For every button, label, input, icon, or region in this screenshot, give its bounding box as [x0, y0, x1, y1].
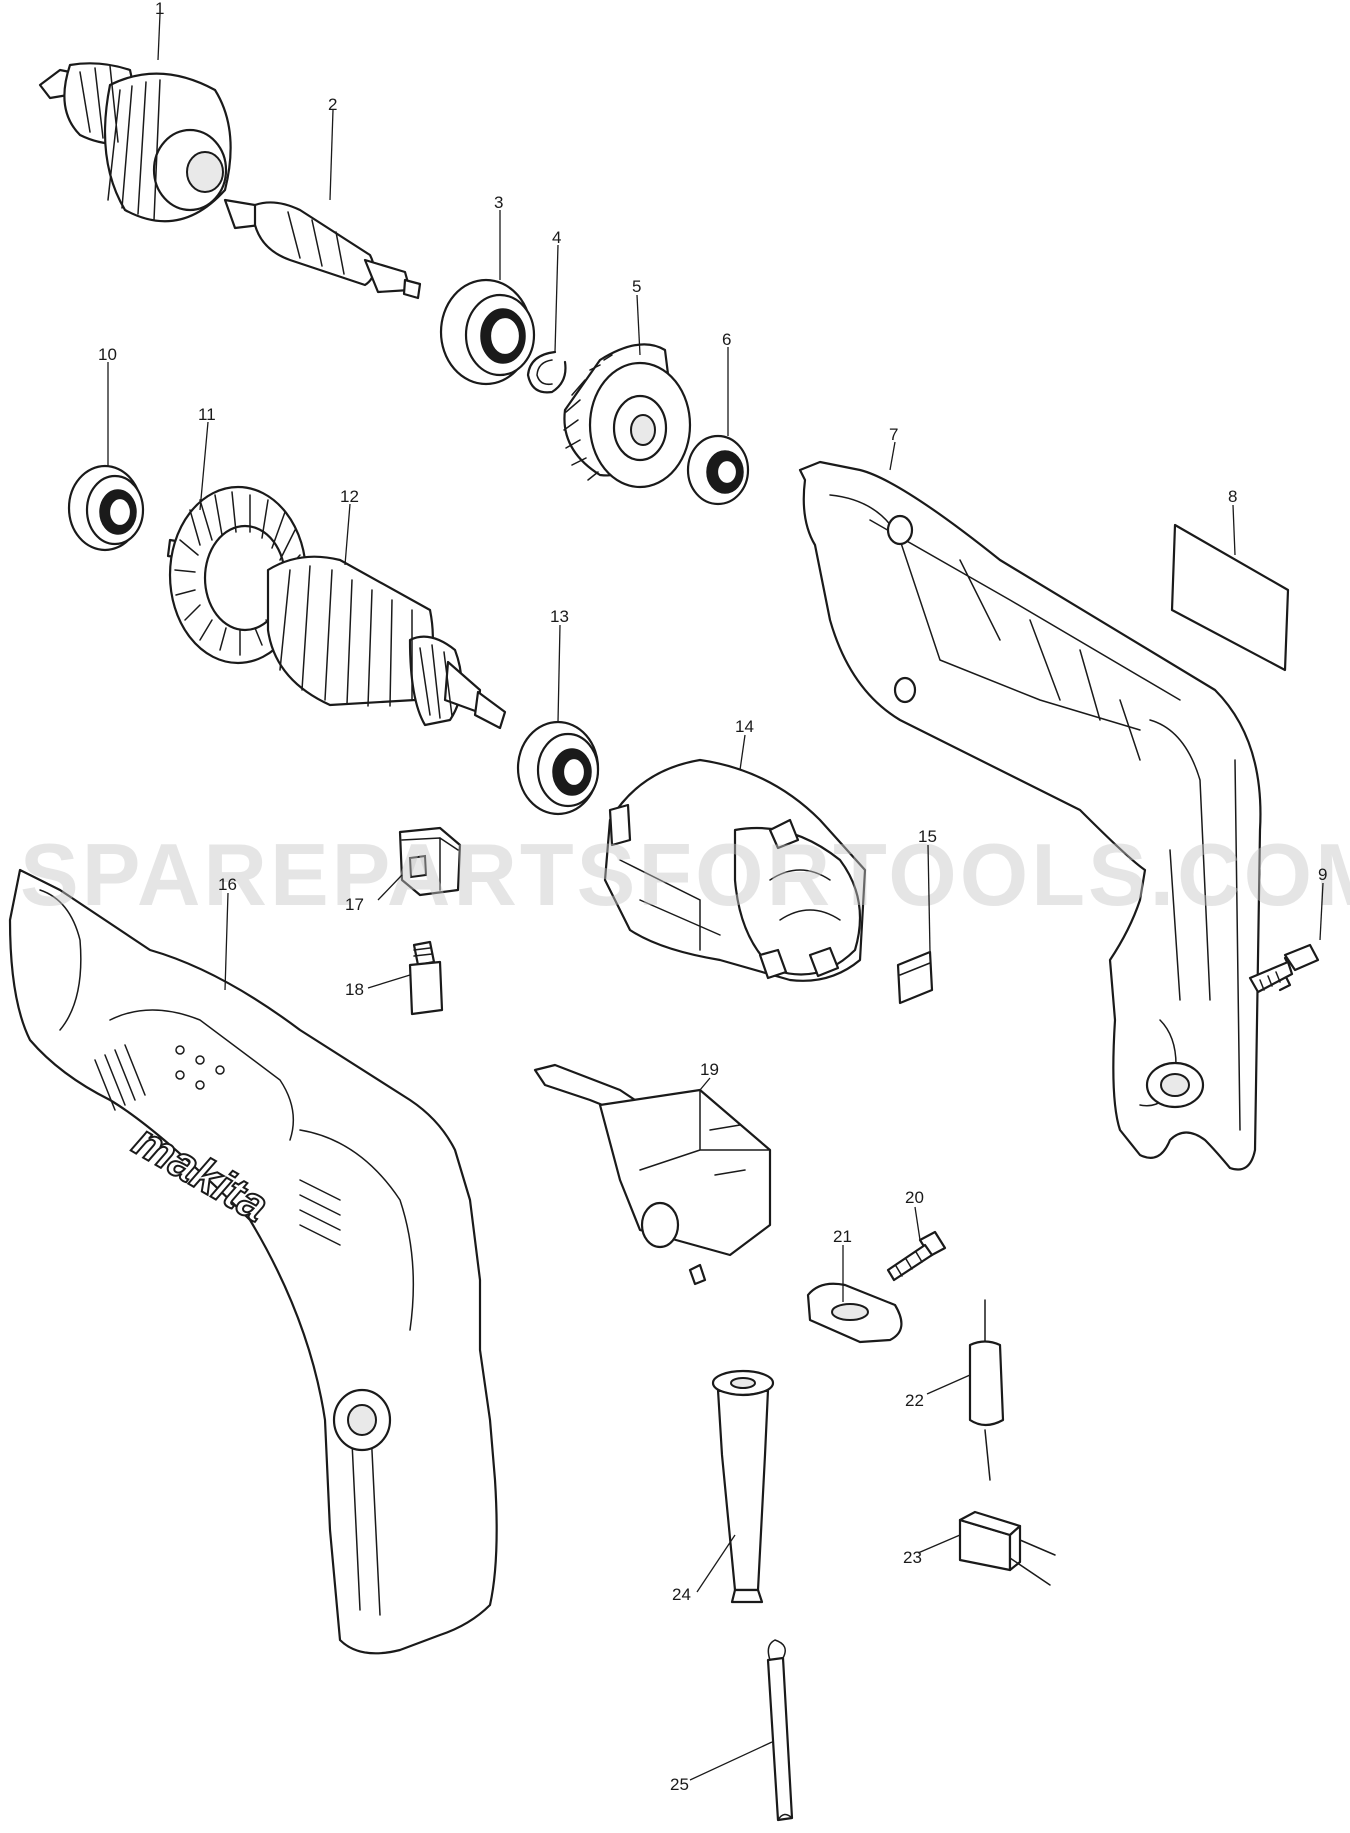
callout-3: 3 — [494, 193, 503, 212]
part-19-switch — [533, 1063, 772, 1286]
callout-23: 23 — [903, 1548, 922, 1567]
callout-10: 10 — [98, 345, 117, 364]
leader-lines — [107, 13, 1324, 1781]
part-13-bearing — [516, 720, 600, 816]
callout-16: 16 — [218, 875, 237, 894]
callout-12: 12 — [340, 487, 359, 506]
part-8-name-plate — [1170, 523, 1290, 672]
part-16-housing: makita — [8, 868, 498, 1655]
part-22-noise-suppressor — [968, 1299, 1005, 1481]
part-25-power-cord — [766, 1639, 794, 1822]
callout-24: 24 — [672, 1585, 691, 1604]
callout-20: 20 — [905, 1188, 924, 1207]
callout-7: 7 — [889, 425, 898, 444]
callout-11: 11 — [198, 405, 216, 424]
part-1-keyless-chuck — [38, 62, 232, 223]
part-2-spindle — [223, 198, 422, 300]
part-15-insulator — [896, 950, 934, 1005]
part-6-small-bearing — [686, 434, 750, 506]
part-18-carbon-brush — [408, 940, 444, 1016]
callout-1: 1 — [155, 0, 164, 18]
part-4-retaining-ring — [526, 350, 567, 394]
part-3-ball-bearing — [439, 278, 536, 386]
part-23-capacitor — [958, 1510, 1056, 1586]
part-9-screw — [1248, 943, 1320, 994]
callout-22: 22 — [905, 1391, 924, 1410]
callout-2: 2 — [328, 95, 337, 114]
part-24-cord-guard — [711, 1369, 775, 1604]
callout-6: 6 — [722, 330, 731, 349]
callout-21: 21 — [833, 1227, 852, 1246]
callout-9: 9 — [1318, 865, 1327, 884]
part-7-motor-housing — [798, 460, 1262, 1171]
watermark-text: SPAREPARTSFORTOOLS.COM.AU — [20, 825, 1350, 924]
part-12-armature — [266, 555, 507, 730]
callout-17: 17 — [345, 895, 364, 914]
callout-15: 15 — [918, 827, 937, 846]
part-21-strain-relief — [806, 1282, 903, 1344]
callout-4: 4 — [552, 228, 561, 247]
callout-labels: 1 2 3 4 5 6 7 8 9 10 11 12 13 14 15 16 1… — [98, 0, 1327, 1794]
part-10-bearing — [67, 464, 145, 552]
part-5-spur-gear — [563, 343, 692, 489]
callout-14: 14 — [735, 717, 754, 736]
part-20-screw — [886, 1230, 947, 1282]
callout-5: 5 — [632, 277, 641, 296]
callout-13: 13 — [550, 607, 569, 626]
callout-25: 25 — [670, 1775, 689, 1794]
callout-18: 18 — [345, 980, 364, 999]
part-14-field-stator — [603, 758, 867, 982]
callout-8: 8 — [1228, 487, 1237, 506]
callout-19: 19 — [700, 1060, 719, 1079]
part-17-brush-holder — [398, 826, 462, 897]
